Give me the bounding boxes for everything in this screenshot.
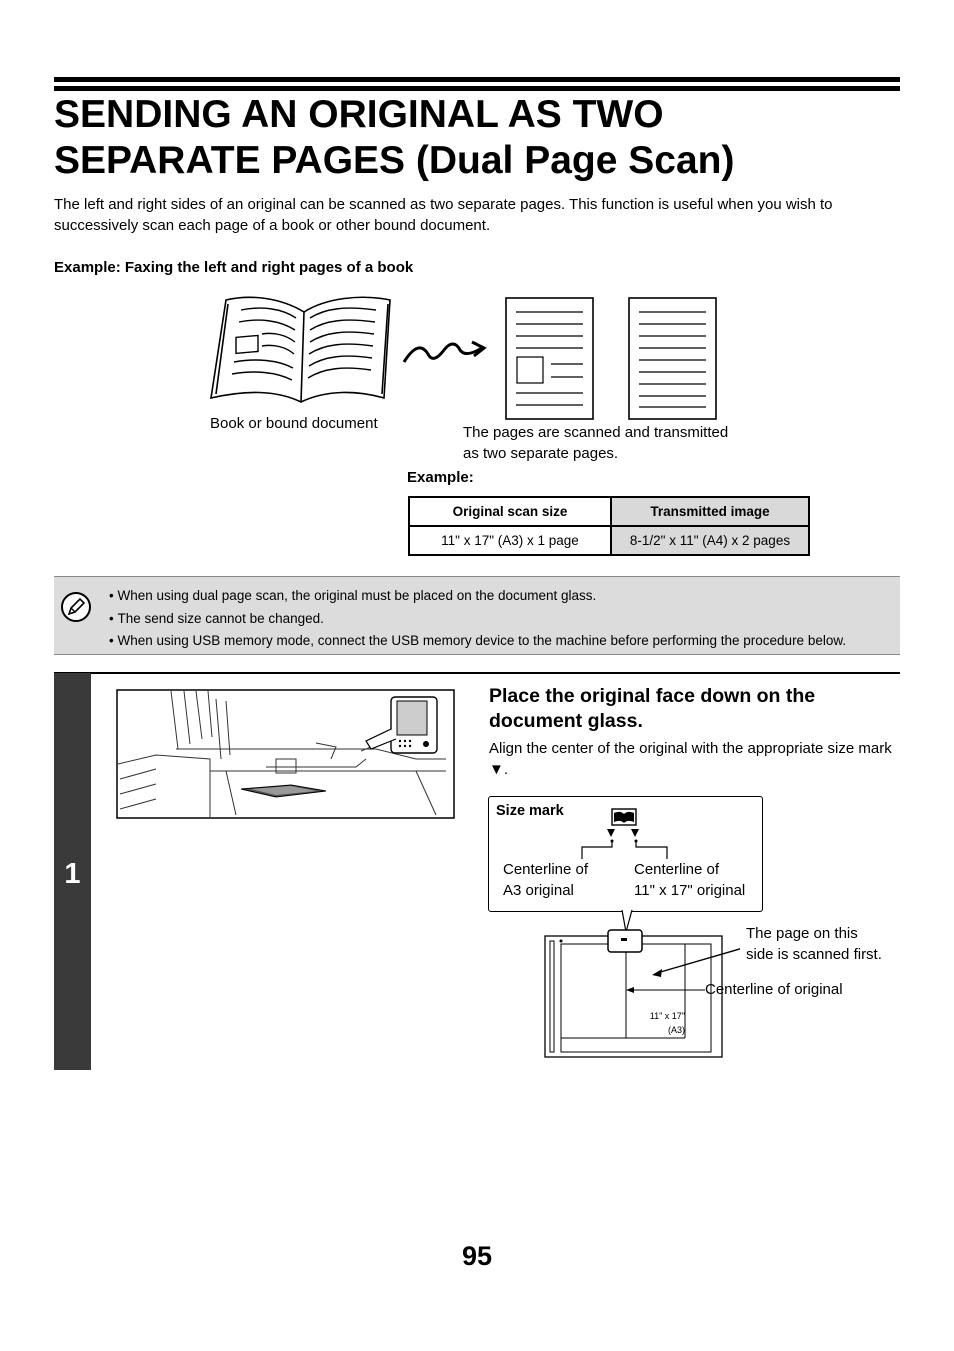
table-header: Transmitted image [610,496,810,527]
example-label: Example: [407,469,474,486]
intro-paragraph: The left and right sides of an original … [54,196,833,234]
centerline-a3-line2: A3 original [503,882,574,899]
pages-caption: The pages are scanned and transmitted as… [463,422,728,464]
open-book-illustration [210,296,391,403]
table-header-row: Original scan size Transmitted image [408,496,810,527]
scanned-first-line1: The page on this [746,925,858,942]
size-mark-label: Size mark [496,803,564,819]
scanned-first-line2: side is scanned first. [746,946,882,963]
page-title: SENDING AN ORIGINAL AS TWO SEPARATE PAGE… [54,92,900,184]
glass-size-line2: (A3) [667,1025,685,1035]
pencil-note-icon [61,592,91,622]
size-mark-diagram [581,808,668,859]
page-number: 95 [461,1241,493,1271]
scanned-page-right [628,297,717,420]
title-rule-top [54,77,900,82]
step-rule [54,672,900,674]
notes-list: When using dual page scan, the original … [109,585,846,653]
example-heading: Example: Faxing the left and right pages… [54,259,414,276]
table-header: Original scan size [408,496,612,527]
pages-caption-line1: The pages are scanned and transmitted [463,424,729,441]
centerline-a3-label: Centerline of A3 original [503,859,588,901]
document-glass-diagram [544,909,740,1058]
centerline-11x17-line1: Centerline of [634,861,720,878]
book-caption: Book or bound document [210,415,378,432]
title-rule-bottom [54,86,900,91]
glass-size-label: 11" x 17" (A3) [643,1009,685,1037]
table-cell: 11" x 17" (A3) x 1 page [408,525,612,556]
scan-arrow-icon [402,340,487,363]
step-title: Place the original face down on the docu… [489,685,816,732]
size-mark-callout: Size mark Centerline of A3 original Cent… [488,796,763,912]
example-table: Original scan size Transmitted image 11"… [408,496,810,556]
step-instruction: Align the center of the original with th… [489,740,892,778]
table-cell: 8-1/2" x 11" (A4) x 2 pages [610,525,810,556]
table-row: 11" x 17" (A3) x 1 page 8-1/2" x 11" (A4… [408,525,810,556]
glass-size-line1: 11" x 17" [649,1011,685,1021]
centerline-11x17-line2: 11" x 17" original [634,882,746,899]
centerline-a3-line1: Centerline of [503,861,589,878]
note-item: The send size cannot be changed. [109,608,846,631]
step-number: 1 [64,858,81,890]
notes-box: When using dual page scan, the original … [54,576,900,655]
page-title-line2: SEPARATE PAGES (Dual Page Scan) [54,139,735,182]
page-title-line1: SENDING AN ORIGINAL AS TWO [54,93,664,136]
note-item: When using USB memory mode, connect the … [109,630,846,653]
scanned-first-label: The page on this side is scanned first. [746,923,882,965]
scanned-page-left [505,297,594,420]
step-bar [54,673,91,1070]
note-item: When using dual page scan, the original … [109,585,846,608]
copier-illustration [116,689,455,819]
centerline-original-label: Centerline of original [705,981,843,998]
centerline-11x17-label: Centerline of 11" x 17" original [634,859,745,901]
pages-caption-line2: as two separate pages. [463,445,619,462]
